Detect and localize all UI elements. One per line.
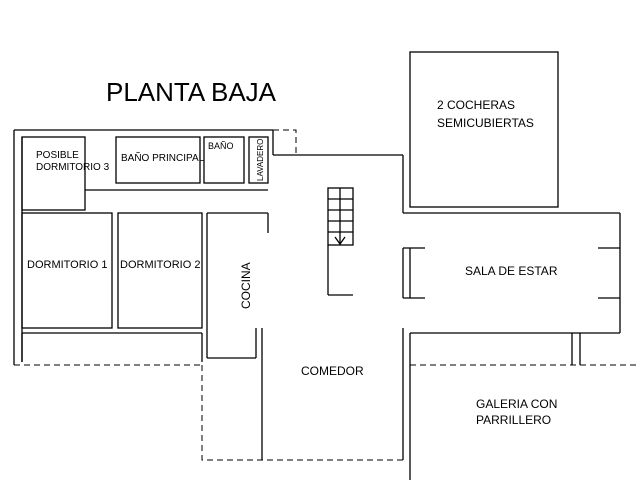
walls [13,51,621,480]
dormitorio-1-label: DORMITORIO 1 [27,259,107,271]
dashed-lines [14,129,640,461]
cocheras-label-line1: 2 COCHERAS [437,98,515,112]
posible-dormitorio-3-label-line2: DORMITORIO 3 [36,162,110,173]
posible-dormitorio-3-wall [21,136,86,211]
bano-label: BAÑO [208,141,234,151]
lavadero-wall [248,136,269,184]
bano-principal-wall [115,136,201,184]
dormitorio-2-wall [117,212,203,329]
plan-title: PLANTA BAJA [106,77,277,107]
sala-de-estar-label: SALA DE ESTAR [465,264,558,278]
posible-dormitorio-3-label-line1: POSIBLE [36,150,79,161]
bano-principal-label: BAÑO PRINCIPAL [121,151,205,164]
galeria-label-line1: GALERIA CON [476,397,557,411]
cocina-label: COCINA [239,262,253,309]
lavadero-label: LAVADERO [256,139,265,181]
garage-wall [409,51,559,208]
comedor-label: COMEDOR [301,364,364,378]
cocheras-label-line2: SEMICUBIERTAS [437,116,534,130]
dormitorio-1-wall [21,212,113,329]
bano-wall [203,136,245,184]
galeria-label-line2: PARRILLERO [476,413,551,427]
dormitorio-2-label: DORMITORIO 2 [120,259,200,271]
